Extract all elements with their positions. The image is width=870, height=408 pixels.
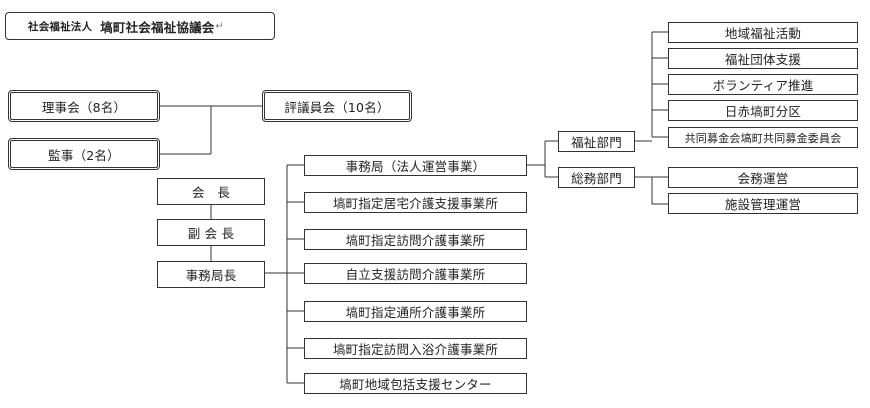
office-box: 塙町指定居宅介護支援事業所 xyxy=(304,192,527,213)
office-label: 塙町地域包括支援センター xyxy=(339,377,492,392)
org-type-label: 社会福祉法人 xyxy=(28,20,93,33)
office-box: 塙町地域包括支援センター xyxy=(304,373,527,394)
general-affairs-unit-box: 施設管理運営 xyxy=(668,193,858,214)
secretary-general-box: 事務局長 xyxy=(157,261,265,288)
general-affairs-unit-box: 会務運営 xyxy=(668,167,858,188)
org-title: 社会福祉法人 塙町社会福祉協議会 ↵ xyxy=(5,12,275,40)
general-affairs-division-label: 総務部門 xyxy=(571,171,622,186)
welfare-unit-box: 共同募金会塙町共同募金委員会 xyxy=(668,127,858,148)
office-box: 塙町指定訪問入浴介護事業所 xyxy=(304,338,527,359)
secretary-general-label: 事務局長 xyxy=(185,268,237,283)
auditors-label: 監事（2名） xyxy=(48,147,120,163)
welfare-division-label: 福祉部門 xyxy=(571,135,622,150)
welfare-unit-label: 地域福祉活動 xyxy=(724,26,802,41)
welfare-unit-label: ボランティア推進 xyxy=(712,78,814,93)
welfare-unit-box: 福祉団体支援 xyxy=(668,48,858,69)
auditors-box: 監事（2名） xyxy=(8,138,160,170)
general-affairs-division-box: 総務部門 xyxy=(558,167,635,188)
office-box: 事務局（法人運営事業） xyxy=(304,155,527,176)
welfare-unit-box: 日赤塙町分区 xyxy=(668,100,858,121)
welfare-unit-label: 共同募金会塙町共同募金委員会 xyxy=(684,131,842,145)
welfare-unit-label: 日赤塙町分区 xyxy=(724,104,802,119)
office-box: 塙町指定通所介護事業所 xyxy=(304,301,527,322)
office-box: 塙町指定訪問介護事業所 xyxy=(304,229,527,250)
president-label: 会 長 xyxy=(191,185,231,200)
general-affairs-unit-label: 施設管理運営 xyxy=(724,197,802,212)
office-label: 塙町指定訪問入浴介護事業所 xyxy=(332,342,499,357)
general-affairs-unit-label: 会務運営 xyxy=(737,171,789,186)
board-of-directors-box: 理事会（8名） xyxy=(8,90,160,122)
office-label: 塙町指定居宅介護支援事業所 xyxy=(332,196,499,211)
president-box: 会 長 xyxy=(157,178,265,205)
vice-president-box: 副 会 長 xyxy=(157,219,265,246)
office-label: 塙町指定通所介護事業所 xyxy=(345,305,486,320)
welfare-division-box: 福祉部門 xyxy=(558,131,635,152)
office-label: 事務局（法人運営事業） xyxy=(345,159,486,174)
office-label: 塙町指定訪問介護事業所 xyxy=(345,233,486,248)
office-label: 自立支援訪問介護事業所 xyxy=(345,267,486,282)
councilors-label: 評議員会（10名） xyxy=(284,99,390,115)
councilors-box: 評議員会（10名） xyxy=(262,90,412,122)
org-name: 塙町社会福祉協議会 xyxy=(100,19,215,35)
board-of-directors-label: 理事会（8名） xyxy=(41,99,127,115)
office-box: 自立支援訪問介護事業所 xyxy=(304,263,527,284)
welfare-unit-box: 地域福祉活動 xyxy=(668,22,858,43)
vice-president-label: 副 会 長 xyxy=(187,226,235,241)
return-mark-icon: ↵ xyxy=(215,20,225,32)
welfare-unit-label: 福祉団体支援 xyxy=(724,52,802,67)
welfare-unit-box: ボランティア推進 xyxy=(668,74,858,95)
